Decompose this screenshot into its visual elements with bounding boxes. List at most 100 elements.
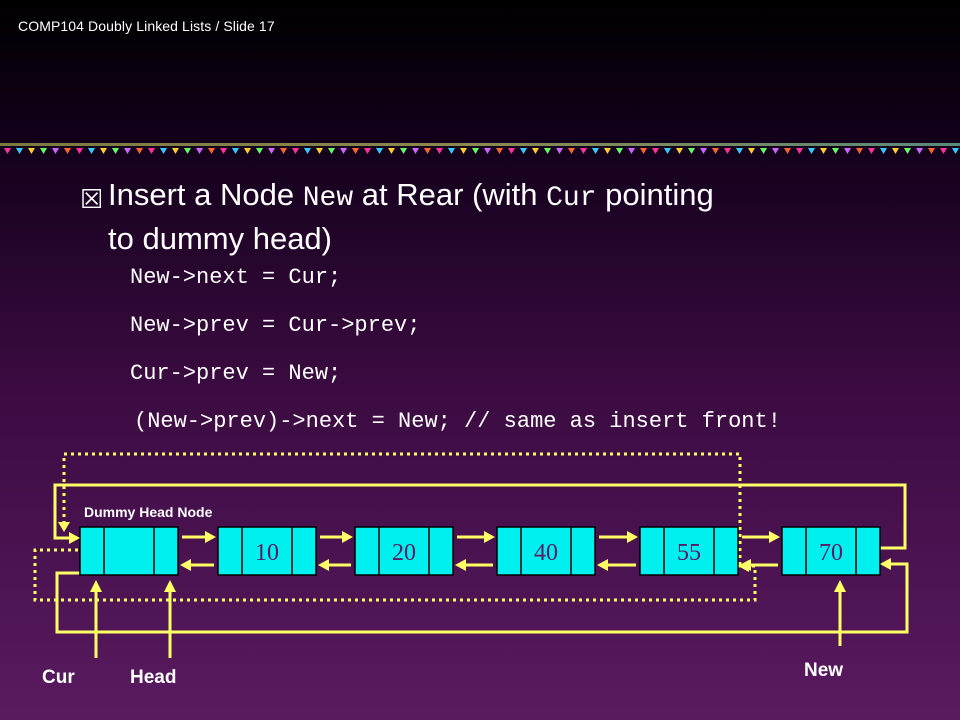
divider-triangle bbox=[532, 148, 539, 154]
divider-triangle bbox=[496, 148, 503, 154]
divider-triangle bbox=[244, 148, 251, 154]
code-line-4: (New->prev)->next = New; // same as inse… bbox=[134, 409, 781, 434]
divider-triangle bbox=[748, 148, 755, 154]
divider-triangle bbox=[844, 148, 851, 154]
divider-triangle bbox=[328, 148, 335, 154]
head-pointer-arrowhead bbox=[164, 580, 176, 592]
tail-next-arrowhead bbox=[69, 532, 80, 544]
divider-triangle bbox=[712, 148, 719, 154]
new-pointer-arrowhead bbox=[834, 580, 846, 592]
title-code-new: New bbox=[302, 183, 354, 214]
divider-triangle bbox=[292, 148, 299, 154]
divider-triangle bbox=[112, 148, 119, 154]
divider-triangle bbox=[436, 148, 443, 154]
divider-triangle bbox=[616, 148, 623, 154]
divider-triangle bbox=[832, 148, 839, 154]
divider-triangle bbox=[412, 148, 419, 154]
divider-triangle bbox=[88, 148, 95, 154]
divider-triangle bbox=[316, 148, 323, 154]
node-value: 20 bbox=[392, 540, 416, 566]
prev-link-arrowhead bbox=[180, 559, 191, 571]
head-prev-arrowhead bbox=[880, 558, 891, 570]
divider-triangle bbox=[820, 148, 827, 154]
divider-triangle bbox=[808, 148, 815, 154]
divider-triangle bbox=[724, 148, 731, 154]
divider-triangle bbox=[856, 148, 863, 154]
divider-triangle bbox=[520, 148, 527, 154]
divider-triangle bbox=[580, 148, 587, 154]
divider-triangle bbox=[124, 148, 131, 154]
slide-title: ☒ Insert a Node New at Rear (with Cur po… bbox=[80, 175, 900, 259]
title-text-2: at Rear (with bbox=[353, 177, 547, 212]
divider-triangle bbox=[4, 148, 11, 154]
head-label: Head bbox=[130, 667, 176, 688]
divider-triangle bbox=[508, 148, 515, 154]
divider-triangle bbox=[640, 148, 647, 154]
divider-triangle bbox=[628, 148, 635, 154]
tail-next-to-head-link bbox=[53, 483, 907, 550]
divider-triangle bbox=[52, 148, 59, 154]
divider-triangle bbox=[472, 148, 479, 154]
divider-triangle bbox=[196, 148, 203, 154]
code-line-3: Cur->prev = New; bbox=[130, 361, 342, 386]
divider-triangle bbox=[592, 148, 599, 154]
divider-triangle bbox=[388, 148, 395, 154]
divider-triangle bbox=[652, 148, 659, 154]
next-link-arrowhead bbox=[342, 531, 353, 543]
divider-triangle bbox=[952, 148, 959, 154]
node-value: 55 bbox=[677, 540, 701, 566]
divider-triangle bbox=[28, 148, 35, 154]
divider-triangle bbox=[880, 148, 887, 154]
divider-triangle bbox=[76, 148, 83, 154]
divider-triangle bbox=[568, 148, 575, 154]
list-node bbox=[496, 526, 596, 576]
divider-triangle bbox=[460, 148, 467, 154]
cur-prev-dotted-arrowhead bbox=[738, 560, 749, 572]
divider-triangle bbox=[928, 148, 935, 154]
divider-triangle bbox=[400, 148, 407, 154]
next-link-arrowhead bbox=[205, 531, 216, 543]
divider-triangle bbox=[868, 148, 875, 154]
divider-triangle bbox=[760, 148, 767, 154]
divider-triangle bbox=[16, 148, 23, 154]
divider-triangle bbox=[64, 148, 71, 154]
prev-link-arrowhead bbox=[318, 559, 329, 571]
code-line-2: New->prev = Cur->prev; bbox=[130, 313, 421, 338]
divider-triangle bbox=[304, 148, 311, 154]
divider-triangle bbox=[916, 148, 923, 154]
divider-triangle bbox=[772, 148, 779, 154]
divider-triangle bbox=[688, 148, 695, 154]
divider-triangle bbox=[364, 148, 371, 154]
divider-triangle bbox=[676, 148, 683, 154]
slide-header: COMP104 Doubly Linked Lists / Slide 17 bbox=[18, 18, 275, 34]
divider-triangle bbox=[232, 148, 239, 154]
divider-triangle bbox=[544, 148, 551, 154]
cur-label: Cur bbox=[42, 667, 75, 688]
divider-triangle bbox=[604, 148, 611, 154]
divider-triangle bbox=[160, 148, 167, 154]
prev-link-arrowhead bbox=[597, 559, 608, 571]
code-line-1: New->next = Cur; bbox=[130, 265, 342, 290]
title-line-2: to dummy head) bbox=[108, 221, 332, 256]
title-text-1: Insert a Node bbox=[108, 177, 303, 212]
node-value: 10 bbox=[255, 540, 279, 566]
node-value: 40 bbox=[534, 540, 558, 566]
next-link-arrowhead bbox=[769, 531, 780, 543]
divider-triangle bbox=[100, 148, 107, 154]
title-text-3: pointing bbox=[596, 177, 714, 212]
node-value: 70 bbox=[819, 540, 843, 566]
title-code-cur: Cur bbox=[546, 183, 597, 214]
new-label: New bbox=[804, 660, 843, 681]
divider-triangle bbox=[280, 148, 287, 154]
divider-triangle bbox=[148, 148, 155, 154]
divider-triangle bbox=[376, 148, 383, 154]
header-divider bbox=[0, 143, 960, 154]
list-node bbox=[781, 526, 881, 576]
next-link-arrowhead bbox=[484, 531, 495, 543]
new-next-dotted-arrowhead bbox=[58, 522, 70, 532]
divider-triangle bbox=[424, 148, 431, 154]
divider-triangle bbox=[208, 148, 215, 154]
divider-triangle bbox=[664, 148, 671, 154]
next-link-arrowhead bbox=[627, 531, 638, 543]
